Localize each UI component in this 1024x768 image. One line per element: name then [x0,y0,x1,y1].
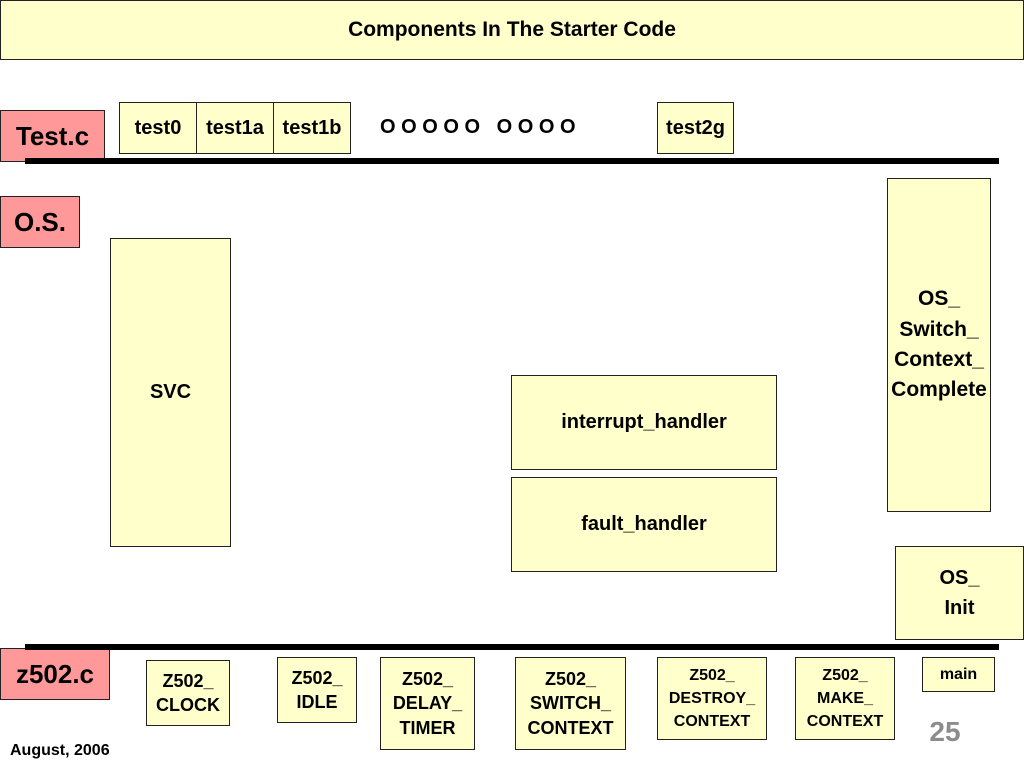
os-switch-context-complete-box: OS_ Switch_ Context_ Complete [887,178,991,512]
os-fault-handler-box: fault_handler [511,477,777,572]
z502-make-context-box: Z502_ MAKE_ CONTEXT [795,657,895,740]
layer-label-test: Test.c [0,110,105,162]
test-ellipsis: O O O O O O O O O [380,115,576,138]
test-box-test1b: test1b [273,102,351,154]
layer-label-os: O.S. [0,196,80,248]
z502-idle-box: Z502_ IDLE [277,657,357,723]
os-svc-box: SVC [110,238,231,547]
test-box-test0: test0 [119,102,197,154]
os-init-box: OS_ Init [895,546,1024,640]
divider-test-os [25,158,999,164]
slide-title: Components In The Starter Code [0,0,1024,60]
os-interrupt-handler-box: interrupt_handler [511,375,777,470]
z502-delay-timer-box: Z502_ DELAY_ TIMER [380,657,475,750]
test-box-test2g: test2g [657,102,734,154]
z502-clock-box: Z502_ CLOCK [146,660,230,726]
z502-main-box: main [922,657,995,692]
z502-destroy-context-box: Z502_ DESTROY_ CONTEXT [657,657,767,740]
z502-switch-context-box: Z502_ SWITCH_ CONTEXT [515,657,626,750]
divider-os-z502 [25,644,999,650]
layer-label-z502: z502.c [0,648,110,700]
footer-date: August, 2006 [10,742,110,759]
page-number: 25 [929,716,961,747]
test-box-test1a: test1a [196,102,274,154]
